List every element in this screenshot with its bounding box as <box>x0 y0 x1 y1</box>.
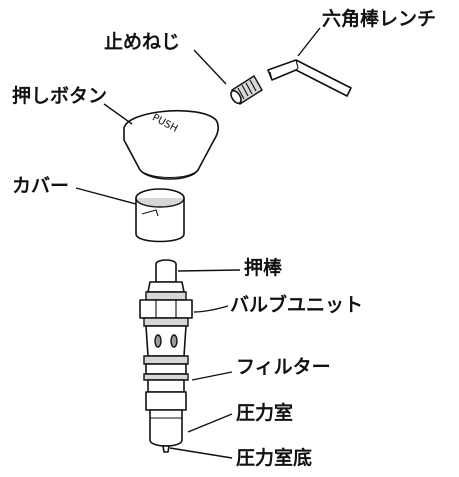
set-screw <box>230 75 263 105</box>
leader-cover <box>75 187 137 205</box>
label-pressure-chamber: 圧力室 <box>236 402 294 424</box>
push-rod <box>155 259 177 283</box>
leader-pressure-chamber <box>187 413 233 433</box>
label-set-screw: 止めねじ <box>104 31 181 53</box>
label-push-rod: 押棒 <box>244 257 283 279</box>
leader-hex-wrench <box>297 27 321 57</box>
valve-unit <box>139 281 193 357</box>
label-cover: カバー <box>12 175 70 197</box>
label-push-button: 押しボタン <box>12 85 108 107</box>
pressure-chamber <box>145 391 187 453</box>
label-filter: フィルター <box>236 356 331 378</box>
leader-valve-unit <box>193 305 229 313</box>
cover <box>135 188 185 243</box>
leader-push-button <box>103 103 133 125</box>
label-valve-unit: バルブユニット <box>230 294 364 316</box>
leader-pressure-chamber-bottom <box>169 447 233 459</box>
filter <box>143 355 189 393</box>
leader-set-screw <box>193 49 227 85</box>
leader-push-rod <box>177 269 241 272</box>
label-hex-wrench: 六角棒レンチ <box>322 8 437 30</box>
leader-filter <box>191 371 233 381</box>
push-button: PUSH <box>123 109 219 180</box>
label-pressure-chamber-bottom: 圧力室底 <box>236 447 313 469</box>
hex-wrench <box>267 59 352 97</box>
